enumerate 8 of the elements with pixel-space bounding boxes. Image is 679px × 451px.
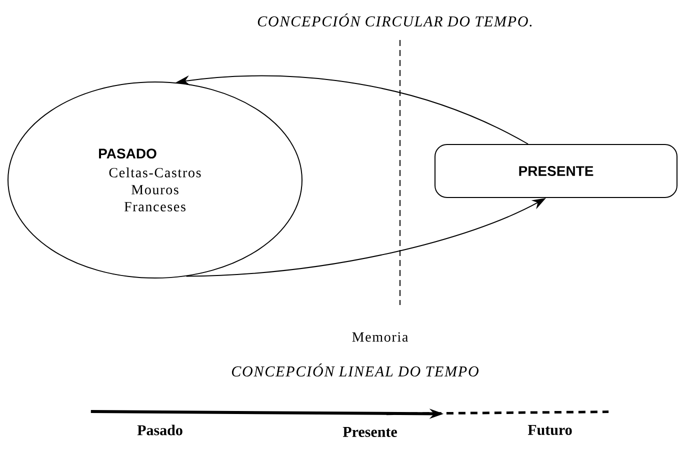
timeline-label: Pasado <box>137 424 182 436</box>
rounded-box: PRESENTE <box>434 144 678 198</box>
title: CONCEPCIÓN CIRCULAR DO TEMPO. <box>258 13 532 27</box>
timeline-label: Presente <box>342 427 397 437</box>
section-heading: CONCEPCIÓN LINEAL DO TEMPO <box>232 364 478 376</box>
ellipse-node: PASADO Celtas-Castros Mouros Franceses <box>8 82 302 278</box>
timeline-label: Futuro <box>528 425 572 435</box>
caption-label: Memoria <box>352 332 408 342</box>
